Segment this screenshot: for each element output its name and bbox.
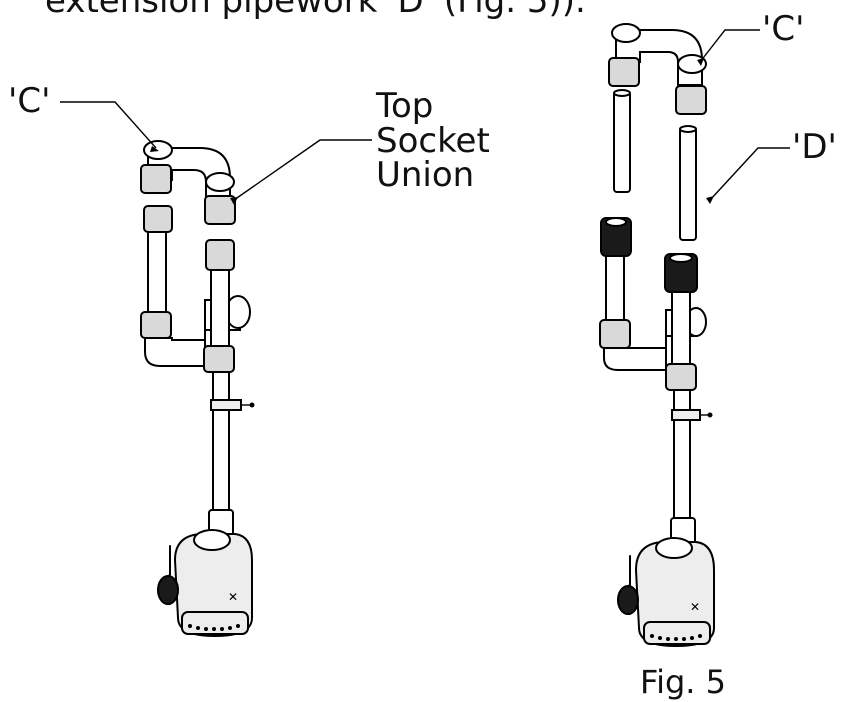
left-label-union: Union bbox=[376, 155, 474, 195]
left-union-nut-3 bbox=[140, 311, 172, 339]
right-assembly: ✕ bbox=[599, 23, 790, 648]
header-text: extension pipework 'D' (Fig. 5)). bbox=[45, 0, 586, 21]
left-label-c: 'C' bbox=[8, 81, 50, 121]
right-extension-pipe-d bbox=[679, 127, 697, 241]
right-label-c: 'C' bbox=[762, 9, 804, 49]
svg-text:✕: ✕ bbox=[228, 590, 238, 604]
left-top-socket-union bbox=[204, 195, 236, 225]
left-c-leader bbox=[60, 101, 157, 149]
right-union-nut-4 bbox=[599, 319, 631, 349]
left-label-socket: Socket bbox=[376, 121, 490, 161]
right-c-leader bbox=[699, 29, 760, 63]
left-top-socket-leader bbox=[233, 139, 372, 201]
right-union-nut-1 bbox=[608, 57, 640, 87]
figure-caption: Fig. 5 bbox=[640, 663, 726, 701]
right-label-d: 'D' bbox=[792, 127, 837, 167]
right-main-pipe-1 bbox=[671, 291, 691, 367]
right-top-bend bbox=[611, 23, 707, 86]
left-union-nut-5 bbox=[203, 345, 235, 373]
right-riser-pipe bbox=[605, 255, 625, 323]
left-clip bbox=[210, 399, 242, 411]
right-clip bbox=[671, 409, 701, 421]
left-assembly: ✕ bbox=[60, 101, 372, 638]
right-union-nut-6 bbox=[665, 363, 697, 391]
left-pump: ✕ bbox=[157, 509, 253, 638]
left-top-bend bbox=[143, 140, 235, 206]
right-union-nut-2 bbox=[675, 85, 707, 115]
left-union-nut-1 bbox=[140, 164, 172, 194]
svg-text:✕: ✕ bbox=[690, 600, 700, 614]
right-d-leader bbox=[709, 147, 790, 201]
left-main-pipe-2 bbox=[212, 371, 230, 513]
right-pump: ✕ bbox=[617, 517, 715, 648]
left-union-nut-4 bbox=[205, 239, 235, 271]
left-union-nut-2 bbox=[143, 205, 173, 233]
left-riser-pipe bbox=[147, 231, 167, 317]
left-main-pipe-1 bbox=[210, 269, 230, 347]
left-label-top: Top bbox=[375, 86, 433, 126]
right-extension-pipe-left bbox=[613, 91, 631, 193]
